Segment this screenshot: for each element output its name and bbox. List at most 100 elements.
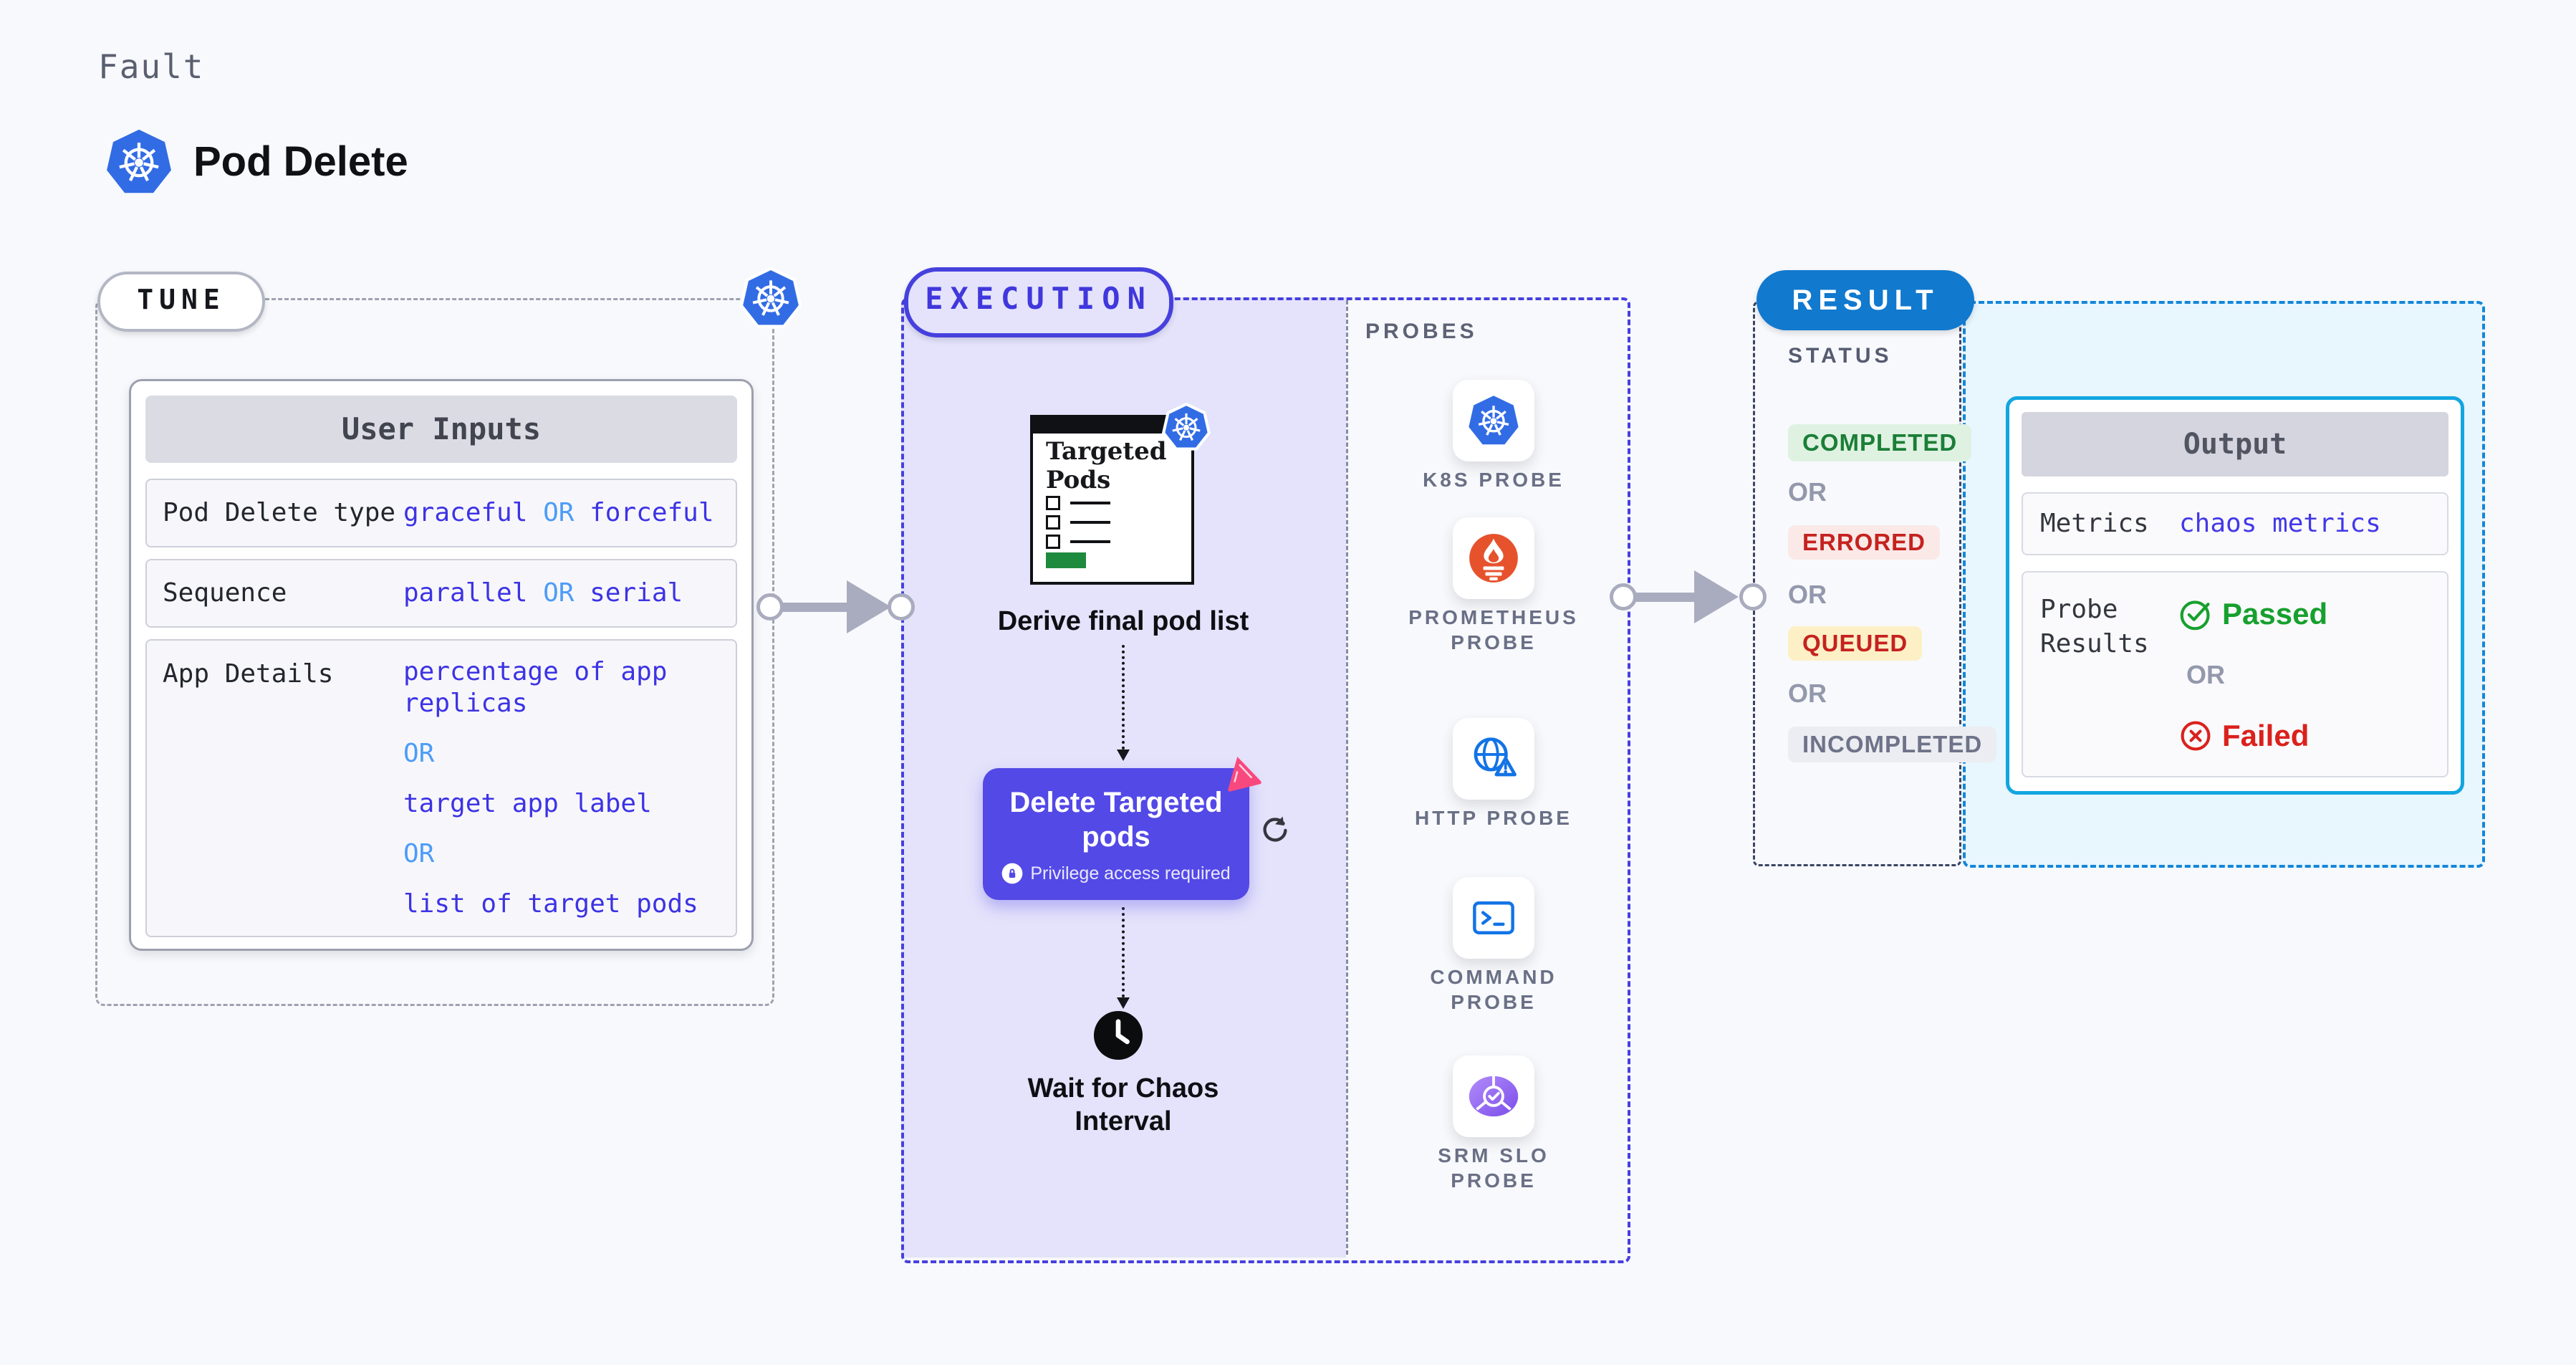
passed-label: Passed bbox=[2222, 597, 2328, 631]
failed-row: Failed bbox=[2179, 719, 2327, 753]
slo-donut-icon bbox=[1469, 1076, 1519, 1117]
connector-dot bbox=[756, 593, 784, 621]
probe-card-srm-slo bbox=[1453, 1055, 1534, 1137]
passed-row: Passed bbox=[2179, 597, 2327, 631]
page-title: Pod Delete bbox=[193, 138, 408, 185]
or-word: OR bbox=[1788, 477, 1827, 507]
kubernetes-logo bbox=[107, 129, 171, 193]
list-line bbox=[1070, 502, 1110, 504]
targeted-pods-line2: Pods bbox=[1046, 466, 1111, 494]
value-option: percentage of app replicas bbox=[403, 657, 668, 718]
connector-line bbox=[1630, 593, 1696, 602]
or-word: OR bbox=[543, 498, 575, 527]
probe-card-http bbox=[1453, 718, 1534, 800]
status-badge-queued: QUEUED bbox=[1788, 626, 1923, 661]
input-row-pod-delete-type: Pod Delete type graceful OR forceful bbox=[145, 479, 737, 547]
or-word: OR bbox=[543, 578, 575, 608]
connector-line bbox=[777, 603, 849, 612]
x-circle-icon bbox=[2181, 721, 2211, 751]
checkbox-icon bbox=[1046, 515, 1060, 530]
fault-kicker: Fault bbox=[98, 47, 205, 86]
failed-label: Failed bbox=[2222, 719, 2310, 752]
value-option: list of target pods bbox=[403, 889, 698, 919]
or-word: OR bbox=[1788, 679, 1827, 708]
probe-card-prometheus bbox=[1453, 517, 1534, 599]
kubernetes-icon bbox=[1162, 403, 1211, 451]
value-option: serial bbox=[590, 578, 683, 608]
connector-dot bbox=[888, 593, 915, 621]
targeted-pods-card: Targeted Pods bbox=[1030, 415, 1194, 585]
row-label: Metrics bbox=[2040, 509, 2149, 538]
probe-label: K8S PROBE bbox=[1423, 469, 1565, 491]
green-progress-bar bbox=[1046, 552, 1086, 568]
kubernetes-icon bbox=[1469, 396, 1519, 445]
status-badge-incompleted: INCOMPLETED bbox=[1788, 727, 1997, 762]
row-value: percentage of app replicas OR target app… bbox=[403, 656, 704, 920]
terminal-icon bbox=[1473, 901, 1514, 934]
derive-pod-list-label: Derive final pod list bbox=[997, 606, 1249, 636]
clock-icon bbox=[1093, 1010, 1143, 1060]
execution-probes-divider bbox=[1346, 300, 1348, 1255]
input-row-app-details: App Details percentage of app replicas O… bbox=[145, 639, 737, 937]
connector-dot bbox=[1610, 583, 1637, 610]
execution-section bbox=[901, 297, 1630, 1263]
list-line bbox=[1070, 521, 1110, 524]
targeted-pods-line1: Targeted bbox=[1046, 437, 1167, 466]
delete-targeted-pods-step: Delete Targeted pods Privilege access re… bbox=[983, 768, 1249, 900]
or-word: OR bbox=[2186, 660, 2225, 689]
retry-loop-icon bbox=[1263, 816, 1287, 842]
tune-pill: TUNE bbox=[97, 272, 265, 332]
user-inputs-card: User Inputs Pod Delete type graceful OR … bbox=[129, 379, 754, 951]
execution-pill: EXECUTION bbox=[904, 267, 1173, 337]
value-option: forceful bbox=[590, 498, 714, 527]
value-option: target app label bbox=[403, 789, 652, 818]
status-heading: STATUS bbox=[1788, 344, 1893, 368]
delete-step-title: Delete Targeted pods bbox=[1009, 787, 1223, 853]
input-row-sequence: Sequence parallel OR serial bbox=[145, 559, 737, 628]
user-inputs-title: User Inputs bbox=[145, 396, 737, 463]
card-titlebar bbox=[1033, 418, 1191, 434]
flow-arrow-down bbox=[1117, 907, 1130, 1009]
litmus-chaos-icon bbox=[1228, 757, 1261, 792]
row-value: graceful OR forceful bbox=[403, 480, 714, 546]
or-word: OR bbox=[1788, 580, 1827, 609]
status-badge-completed: COMPLETED bbox=[1788, 424, 1972, 461]
metrics-value: chaos metrics bbox=[2179, 509, 2381, 538]
connector-dot bbox=[1739, 583, 1767, 610]
probe-label: SRM SLO PROBE bbox=[1438, 1144, 1549, 1192]
row-label: Sequence bbox=[163, 578, 287, 608]
checkbox-icon bbox=[1046, 535, 1060, 549]
checkbox-icon bbox=[1046, 496, 1060, 510]
row-value: parallel OR serial bbox=[403, 560, 683, 626]
result-pill: RESULT bbox=[1756, 270, 1974, 330]
wait-chaos-interval-label: Wait for Chaos Interval bbox=[1027, 1073, 1219, 1136]
prometheus-icon bbox=[1469, 534, 1518, 583]
probe-label: PROMETHEUS PROBE bbox=[1408, 606, 1579, 653]
tune-section bbox=[95, 298, 774, 1006]
probe-label: COMMAND PROBE bbox=[1430, 966, 1557, 1013]
lock-icon bbox=[1001, 863, 1023, 884]
or-word: OR bbox=[403, 839, 435, 868]
output-card: Output Metrics chaos metrics Probe Resul… bbox=[2006, 396, 2464, 795]
probe-card-command bbox=[1453, 877, 1534, 959]
privilege-text: Privilege access required bbox=[1030, 863, 1231, 883]
output-title: Output bbox=[2022, 412, 2448, 476]
row-label: App Details bbox=[163, 659, 334, 689]
check-circle-icon bbox=[2180, 600, 2210, 631]
output-row-metrics: Metrics chaos metrics bbox=[2022, 492, 2448, 555]
output-row-probe-results: Probe Results Passed OR Failed bbox=[2022, 571, 2448, 777]
privilege-badge: Privilege access required bbox=[983, 863, 1249, 884]
value-option: graceful bbox=[403, 498, 528, 527]
status-badge-errored: ERRORED bbox=[1788, 525, 1941, 560]
globe-warning-icon bbox=[1474, 737, 1517, 777]
connector-arrowhead bbox=[1694, 570, 1739, 623]
result-status-section bbox=[1753, 301, 1961, 866]
connector-arrowhead bbox=[847, 580, 891, 633]
list-line bbox=[1070, 540, 1110, 543]
probe-results-value: Passed OR Failed bbox=[2179, 597, 2327, 753]
flow-arrow-down bbox=[1117, 645, 1130, 761]
kubernetes-icon bbox=[739, 267, 802, 328]
row-label: Pod Delete type bbox=[163, 498, 396, 527]
or-word: OR bbox=[403, 739, 435, 768]
